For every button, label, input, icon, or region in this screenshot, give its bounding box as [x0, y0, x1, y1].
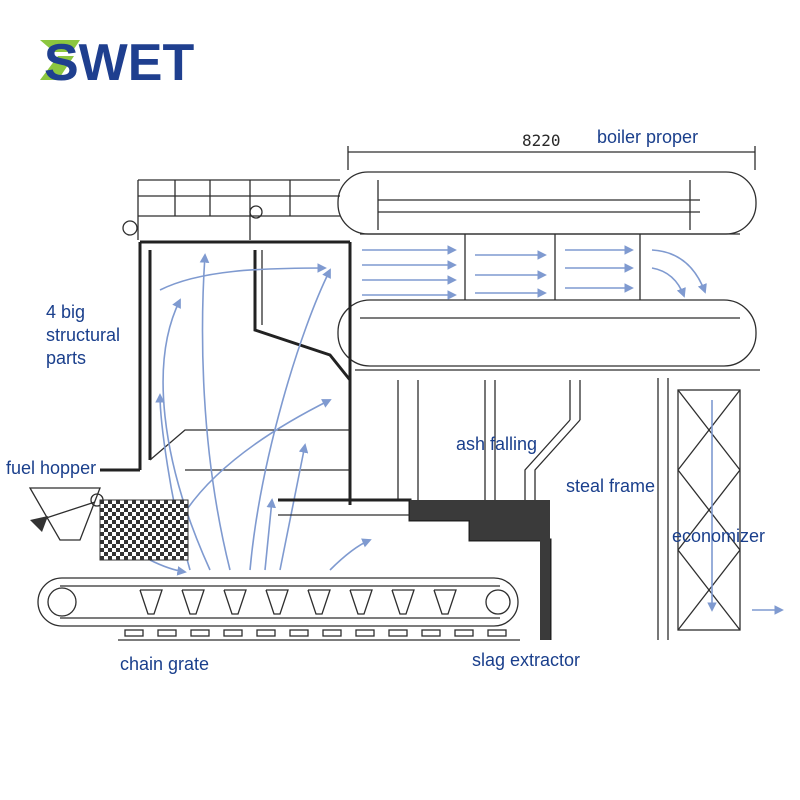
flue-gas-arrows [362, 245, 707, 300]
logo-text: SWET [44, 34, 194, 92]
swet-logo: SWET [40, 34, 194, 92]
grate-roller [190, 629, 210, 637]
grate-hopper [139, 589, 163, 615]
grate-hopper [433, 589, 457, 615]
grate-roller [421, 629, 441, 637]
economizer-unit [677, 389, 784, 631]
grate-roller [487, 629, 507, 637]
grate-roller [124, 629, 144, 637]
label-structural-line3: parts [46, 348, 86, 368]
label-structural-line2: structural [46, 325, 120, 345]
grate-roller [355, 629, 375, 637]
upper-drum [337, 171, 757, 235]
grate-roller [157, 629, 177, 637]
steel-frame [355, 369, 760, 640]
dimension-line: 8220 [347, 131, 756, 170]
grate-roller [454, 629, 474, 637]
grate-hopper [265, 589, 289, 615]
label-economizer: economizer [672, 526, 765, 546]
top-platform [122, 179, 340, 240]
grate-hopper [181, 589, 205, 615]
fuel-hopper-unit [28, 468, 189, 561]
logo-swoosh-icon [40, 40, 80, 80]
convection-tubes [360, 233, 740, 300]
label-fuel-hopper: fuel hopper [6, 458, 96, 478]
label-ash-falling: ash falling [456, 434, 537, 454]
furnace [138, 240, 352, 505]
label-chain-grate: chain grate [120, 654, 209, 674]
label-structural-line1: 4 big [46, 302, 85, 322]
grate-hopper [307, 589, 331, 615]
combustion-arrows [149, 253, 372, 576]
slag-extractor-unit [278, 498, 552, 640]
dimension-label: 8220 [522, 131, 561, 150]
label-boiler-proper: boiler proper [597, 127, 698, 147]
grate-roller [388, 629, 408, 637]
grate-roller [256, 629, 276, 637]
grate-roller [322, 629, 342, 637]
grate-hopper [223, 589, 247, 615]
label-steal-frame: steal frame [566, 476, 655, 496]
grate-hopper [349, 589, 373, 615]
grate-roller [223, 629, 243, 637]
chain-grate-unit [37, 577, 520, 641]
lower-drum [337, 299, 757, 367]
grate-hopper [391, 589, 415, 615]
label-slag-extractor: slag extractor [472, 650, 580, 670]
grate-roller [289, 629, 309, 637]
